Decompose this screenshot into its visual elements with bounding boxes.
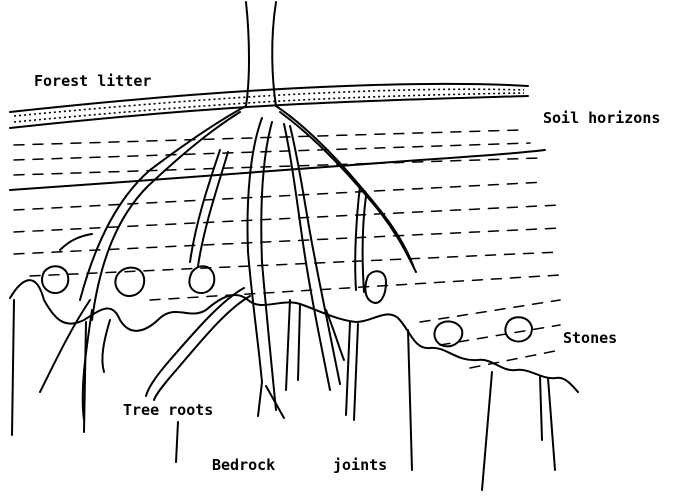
stones — [42, 266, 532, 346]
label-stones: Stones — [563, 331, 617, 346]
label-tree-roots: Tree roots — [123, 403, 213, 418]
bedrock — [10, 280, 578, 490]
label-forest-litter: Forest litter — [34, 74, 151, 89]
label-joints: joints — [333, 458, 387, 473]
label-bedrock: Bedrock — [212, 458, 275, 473]
label-soil-horizons: Soil horizons — [543, 111, 660, 126]
tree-roots — [40, 2, 416, 420]
forest-litter-layer — [10, 84, 528, 128]
soil-horizon-lines — [10, 130, 560, 368]
